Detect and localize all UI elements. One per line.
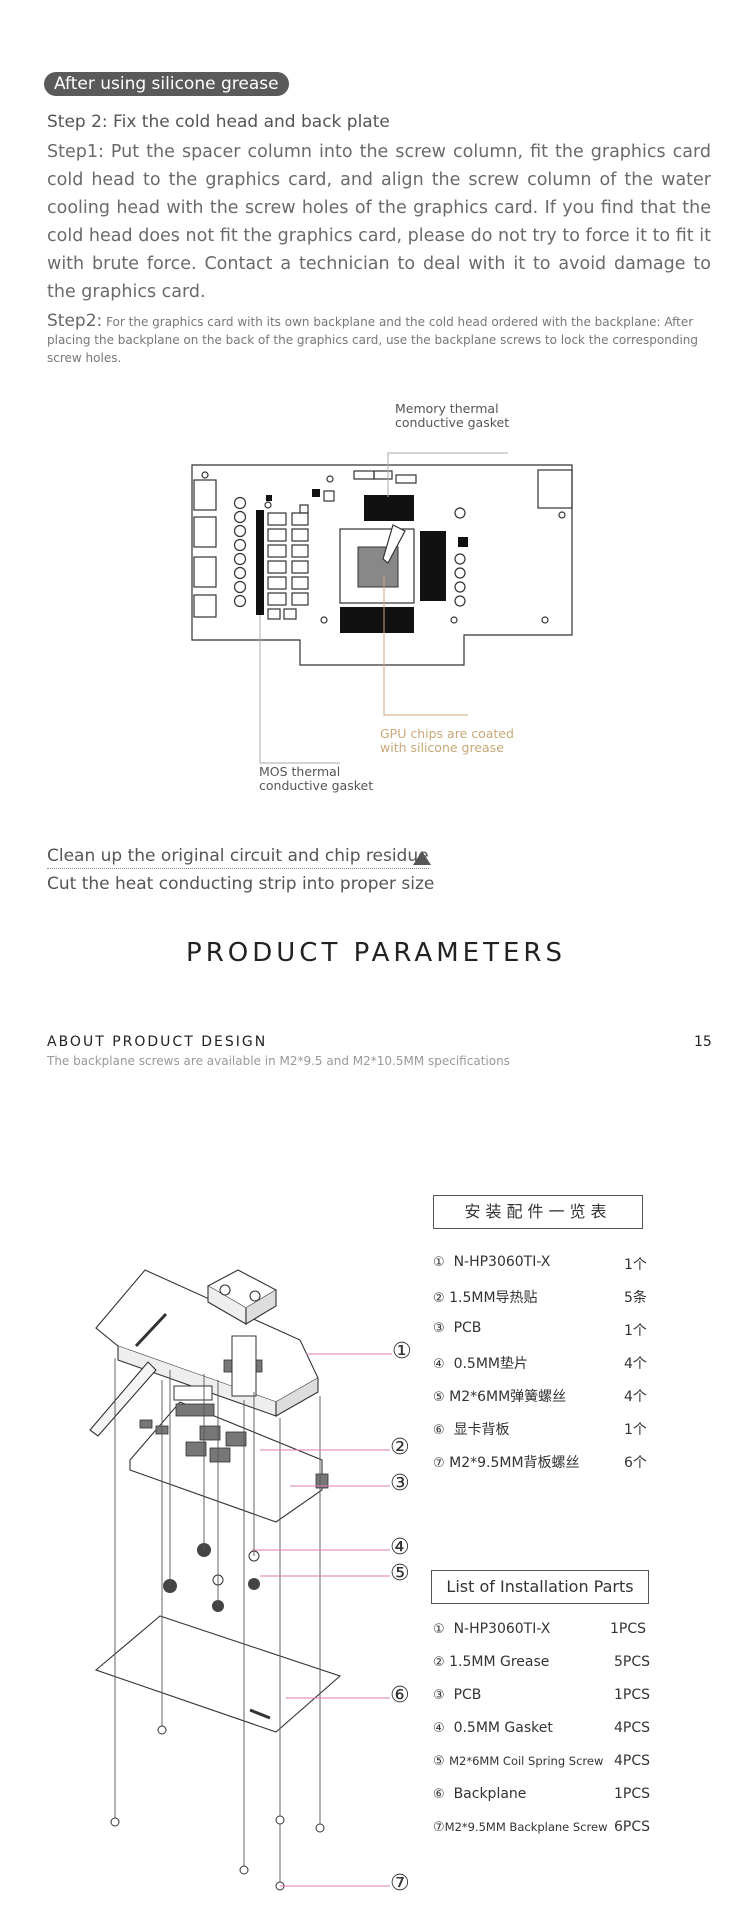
parts-list-en-title: List of Installation Parts	[431, 1570, 649, 1604]
list-item: ⑦ M2*9.5MM背板螺丝	[433, 1455, 580, 1471]
list-item: ② 1.5MM Grease	[433, 1654, 550, 1670]
step2-paragraph: Step2: For the graphics card with its ow…	[47, 312, 711, 367]
memory-chip-top	[364, 495, 414, 521]
about-heading: ABOUT PRODUCT DESIGN	[47, 1034, 268, 1050]
callout-5: ⑤	[390, 1561, 410, 1586]
list-item-qty: 1PCS	[614, 1687, 651, 1703]
list-item: ⑥ Backplane	[433, 1786, 527, 1802]
pcb-diagram	[191, 452, 573, 764]
backplate	[94, 1615, 342, 1733]
callout-7: ⑦	[390, 1871, 410, 1896]
pcb-outline	[191, 464, 573, 666]
list-item: ⑤ M2*6MM Coil Spring Screw	[433, 1754, 604, 1769]
list-item-qty: 4个	[624, 1356, 647, 1372]
list-item-qty: 1PCS	[614, 1786, 651, 1802]
step2-heading: Step 2: Fix the cold head and back plate	[47, 112, 390, 132]
product-parameters-title: PRODUCT PARAMETERS	[186, 938, 566, 968]
mos-gasket-callout: MOS thermal conductive gasket	[259, 765, 373, 793]
list-item: ③ PCB	[433, 1687, 482, 1703]
list-item-qty: 1个	[624, 1422, 647, 1438]
list-item-qty: 4PCS	[614, 1753, 651, 1769]
warning-triangle-icon	[413, 851, 431, 865]
cut-note: Cut the heat conducting strip into prope…	[47, 874, 435, 894]
list-item: ① N-HP3060TI-X	[433, 1621, 551, 1637]
list-item-qty: 5PCS	[614, 1654, 651, 1670]
mos-callout-line2: conductive gasket	[259, 778, 374, 793]
gpu-callout-line2: with silicone grease	[380, 740, 504, 755]
list-item-qty: 4个	[624, 1389, 647, 1405]
parts-list-cn-title: 安装配件一览表	[433, 1195, 643, 1229]
memory-chip-bottom	[340, 607, 414, 633]
list-item: ⑦M2*9.5MM Backplane Screw	[433, 1820, 608, 1835]
callout-1: ①	[392, 1339, 412, 1364]
page-number: 15	[694, 1034, 712, 1050]
gpu-frame	[339, 528, 415, 604]
callout-2: ②	[390, 1435, 410, 1460]
list-item: ⑥ 显卡背板	[433, 1422, 510, 1438]
step2-body: For the graphics card with its own backp…	[47, 315, 699, 365]
list-item: ② 1.5MM导热贴	[433, 1290, 538, 1306]
list-item: ③ PCB	[433, 1320, 482, 1336]
mos-strip	[256, 510, 264, 615]
list-item: ④ 0.5MM垫片	[433, 1356, 528, 1372]
dotted-divider	[47, 868, 429, 869]
callout-4: ④	[390, 1535, 410, 1560]
step1-paragraph: Step1: Put the spacer column into the sc…	[47, 142, 711, 302]
about-subtitle: The backplane screws are available in M2…	[47, 1054, 510, 1068]
memory-callout-line1: Memory thermal	[395, 401, 499, 416]
list-item-qty: 6个	[624, 1455, 647, 1471]
section-pill: After using silicone grease	[44, 72, 289, 96]
clean-note: Clean up the original circuit and chip r…	[47, 846, 429, 866]
io-bracket-block	[537, 469, 573, 509]
grease-brush	[382, 524, 406, 564]
step2-lead: Step2:	[47, 311, 103, 331]
list-item-qty: 1PCS	[610, 1621, 647, 1637]
list-item-qty: 5条	[624, 1290, 647, 1306]
list-item-qty: 4PCS	[614, 1720, 651, 1736]
callout-3: ③	[390, 1471, 410, 1496]
memory-gasket-callout: Memory thermal conductive gasket	[395, 402, 509, 430]
list-item-qty: 6PCS	[614, 1819, 651, 1835]
list-item-qty: 1个	[624, 1257, 647, 1273]
list-item-qty: 1个	[624, 1323, 647, 1339]
list-item: ① N-HP3060TI-X	[433, 1254, 551, 1270]
gpu-grease-callout: GPU chips are coated with silicone greas…	[380, 727, 514, 755]
exploded-view-diagram	[89, 1269, 392, 1891]
gpu-callout-line1: GPU chips are coated	[380, 726, 514, 741]
memory-callout-line2: conductive gasket	[395, 415, 510, 430]
memory-chip-right	[420, 531, 446, 601]
mos-callout-line1: MOS thermal	[259, 764, 341, 779]
list-item: ⑤ M2*6MM弹簧螺丝	[433, 1389, 567, 1405]
callout-6: ⑥	[390, 1683, 410, 1708]
list-item: ④ 0.5MM Gasket	[433, 1720, 553, 1736]
